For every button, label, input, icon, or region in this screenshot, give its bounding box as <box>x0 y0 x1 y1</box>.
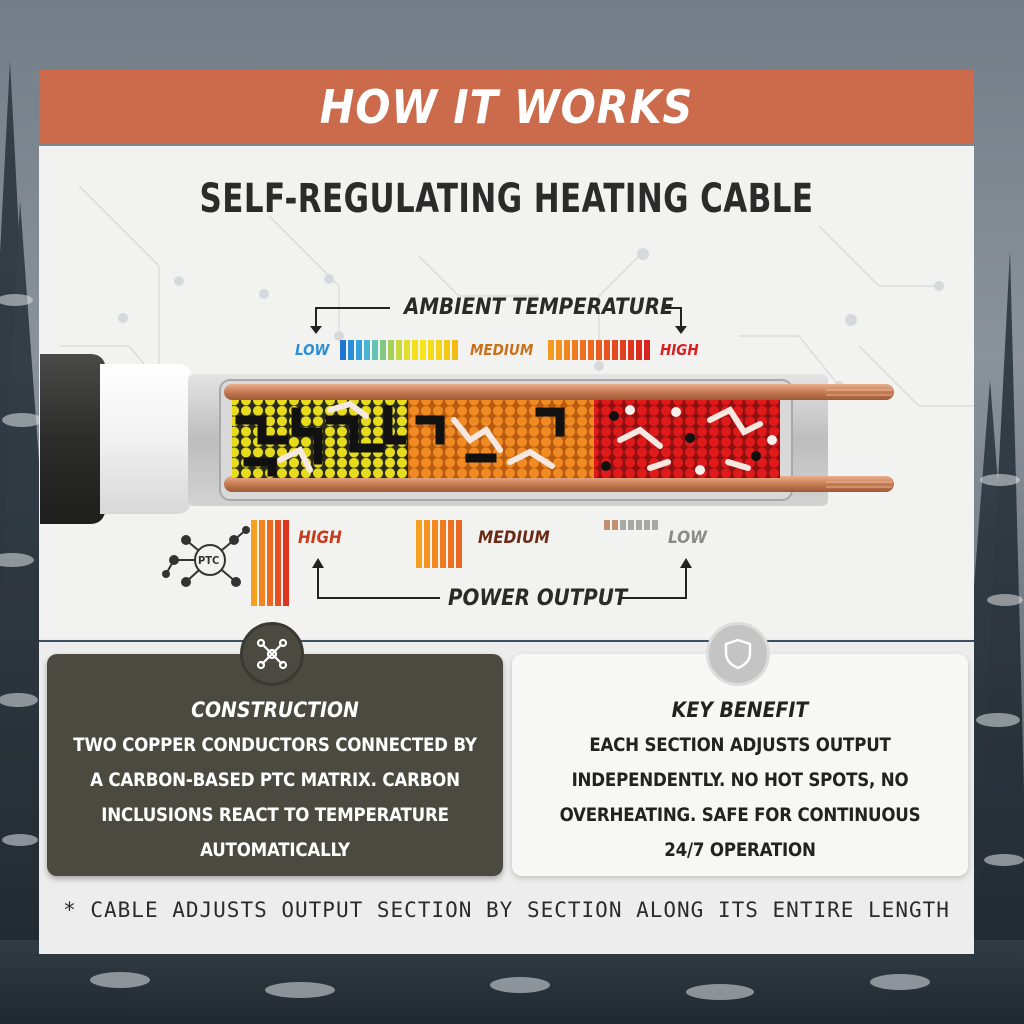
power-high-bars <box>251 520 289 606</box>
header-bar: HOW IT WORKS <box>39 70 974 144</box>
key-benefit-body: EACH SECTION ADJUSTS OUTPUT INDEPENDENTL… <box>559 735 921 861</box>
ambient-low-label: LOW <box>295 341 330 359</box>
ambient-arrow <box>315 307 682 328</box>
construction-card: CONSTRUCTION TWO COPPER CONDUCTORS CONNE… <box>47 654 503 876</box>
page-title: HOW IT WORKS <box>319 80 694 134</box>
power-arrow <box>317 566 687 599</box>
ambient-scale-low-bars <box>340 340 458 360</box>
power-high-label: HIGH <box>298 528 342 548</box>
footnote: * CABLE ADJUSTS OUTPUT SECTION BY SECTIO… <box>63 898 950 922</box>
arrow-up-left-icon <box>312 558 324 568</box>
copper-conductor-top <box>224 384 894 400</box>
ambient-temperature-label: AMBIENT TEMPERATURE <box>404 295 674 320</box>
cable-diagram <box>40 307 894 606</box>
network-nodes-icon <box>240 622 304 686</box>
power-low-label: LOW <box>668 528 708 548</box>
diagram-subtitle: SELF-REGULATING HEATING CABLE <box>199 176 814 222</box>
ptc-molecule-icon <box>162 526 250 587</box>
copper-conductor-bottom <box>224 476 894 492</box>
ambient-high-label: HIGH <box>660 341 699 359</box>
ptc-label: PTC <box>198 554 220 567</box>
power-medium-bars <box>416 520 462 568</box>
ambient-scale-high-bars <box>548 340 650 360</box>
key-benefit-card: KEY BENEFIT EACH SECTION ADJUSTS OUTPUT … <box>512 654 968 876</box>
power-output-label: POWER OUTPUT <box>448 586 628 611</box>
power-low-bars <box>604 520 658 530</box>
arrow-down-left-icon <box>310 326 322 334</box>
arrow-down-right-icon <box>675 326 687 334</box>
arrow-up-right-icon <box>680 558 692 568</box>
power-medium-label: MEDIUM <box>478 528 550 548</box>
broken-carbon-paths <box>277 400 763 473</box>
cable-outer-jacket <box>40 354 106 524</box>
key-benefit-title: KEY BENEFIT <box>671 698 809 722</box>
construction-title: CONSTRUCTION <box>191 698 359 722</box>
shield-icon <box>706 622 770 686</box>
carbon-chains <box>235 405 565 477</box>
cable-white-sheath <box>100 364 192 514</box>
section-divider <box>39 640 974 642</box>
ambient-medium-label: MEDIUM <box>470 341 534 359</box>
construction-body: TWO COPPER CONDUCTORS CONNECTED BY A CAR… <box>73 735 477 861</box>
